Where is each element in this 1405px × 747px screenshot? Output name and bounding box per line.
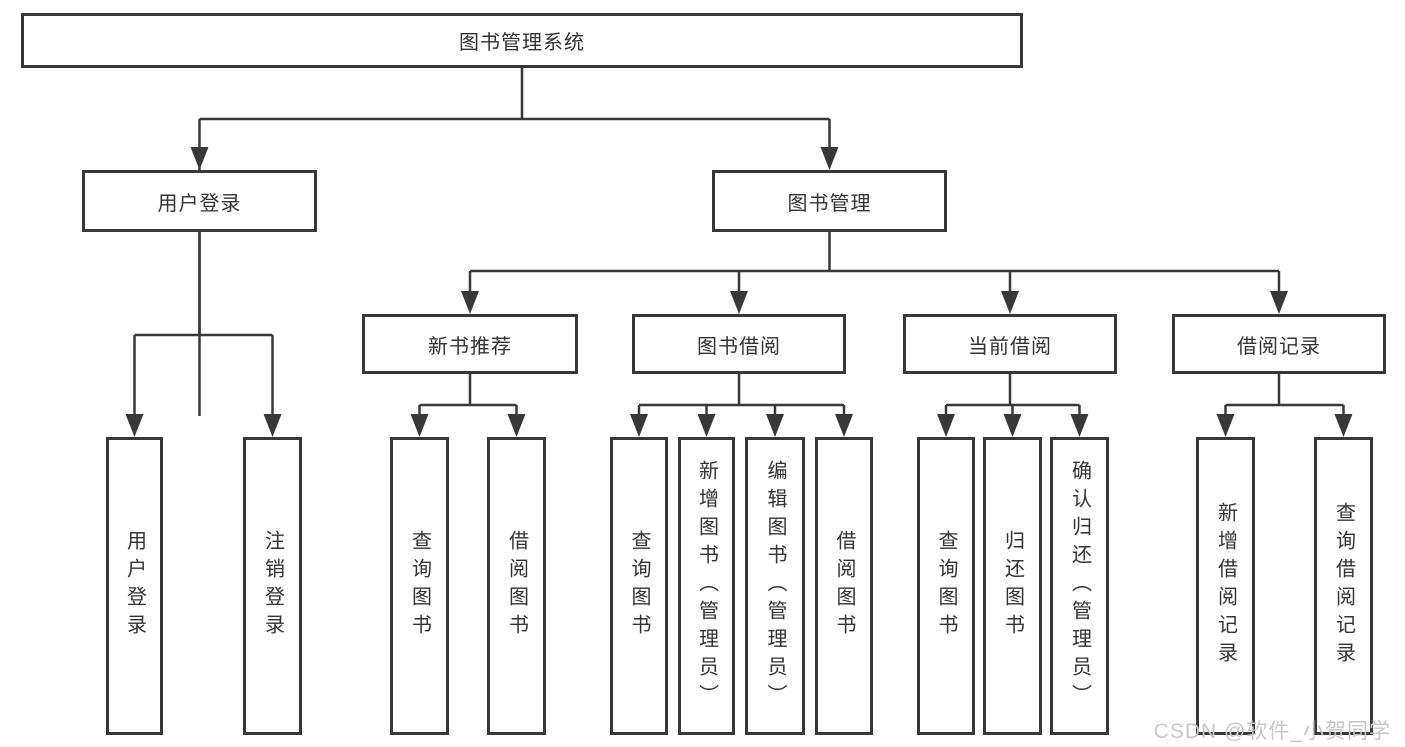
node-new-book-recommend-label: 新书推荐 [428,335,512,358]
leaf-user-login: 用户登录 [106,437,163,735]
node-new-book-recommend: 新书推荐 [362,314,578,374]
leaf-logout: 注销登录 [243,437,302,735]
node-book-management-label: 图书管理 [787,192,872,215]
leaf-borrow-edit-book-admin: 编辑图书（管理员） [745,437,805,735]
leaf-current-return-book: 归还图书 [983,437,1042,735]
leaf-current-confirm-return-admin-label: 确认归还（管理员） [1068,460,1091,712]
leaf-borrow-borrow-book-label: 借阅图书 [833,530,855,642]
leaf-recommend-query-book-label: 查询图书 [408,530,431,642]
node-book-borrow-label: 图书借阅 [697,335,781,358]
leaf-records-add-record: 新增借阅记录 [1196,437,1255,735]
node-user-login: 用户登录 [82,170,317,232]
leaf-recommend-query-book: 查询图书 [390,437,449,735]
node-root: 图书管理系统 [21,13,1023,68]
node-current-borrow: 当前借阅 [903,314,1117,374]
leaf-borrow-add-book-admin-label: 新增图书（管理员） [695,460,718,712]
leaf-current-query-book-label: 查询图书 [935,530,957,642]
leaf-records-add-record-label: 新增借阅记录 [1214,502,1237,670]
leaf-borrow-add-book-admin: 新增图书（管理员） [678,437,735,735]
node-current-borrow-label: 当前借阅 [968,335,1052,358]
node-user-login-label: 用户登录 [157,192,242,215]
node-borrow-records: 借阅记录 [1172,314,1386,374]
node-root-label: 图书管理系统 [459,32,585,54]
leaf-records-query-record-label: 查询借阅记录 [1332,502,1355,670]
leaf-borrow-query-book-label: 查询图书 [628,530,650,642]
leaf-borrow-edit-book-admin-label: 编辑图书（管理员） [764,460,786,712]
leaf-borrow-query-book: 查询图书 [610,437,668,735]
leaf-recommend-borrow-book: 借阅图书 [487,437,546,735]
watermark: CSDN @软件_小贺同学 [1153,720,1391,743]
leaf-current-query-book: 查询图书 [917,437,975,735]
node-book-borrow: 图书借阅 [632,314,846,374]
leaf-current-return-book-label: 归还图书 [1001,530,1024,642]
leaf-logout-label: 注销登录 [261,530,284,642]
node-borrow-records-label: 借阅记录 [1237,335,1321,358]
leaf-borrow-borrow-book: 借阅图书 [815,437,873,735]
node-book-management: 图书管理 [712,170,947,232]
leaf-recommend-borrow-book-label: 借阅图书 [505,530,528,642]
leaf-records-query-record: 查询借阅记录 [1314,437,1373,735]
leaf-user-login-label: 用户登录 [123,530,146,642]
leaf-current-confirm-return-admin: 确认归还（管理员） [1050,437,1109,735]
